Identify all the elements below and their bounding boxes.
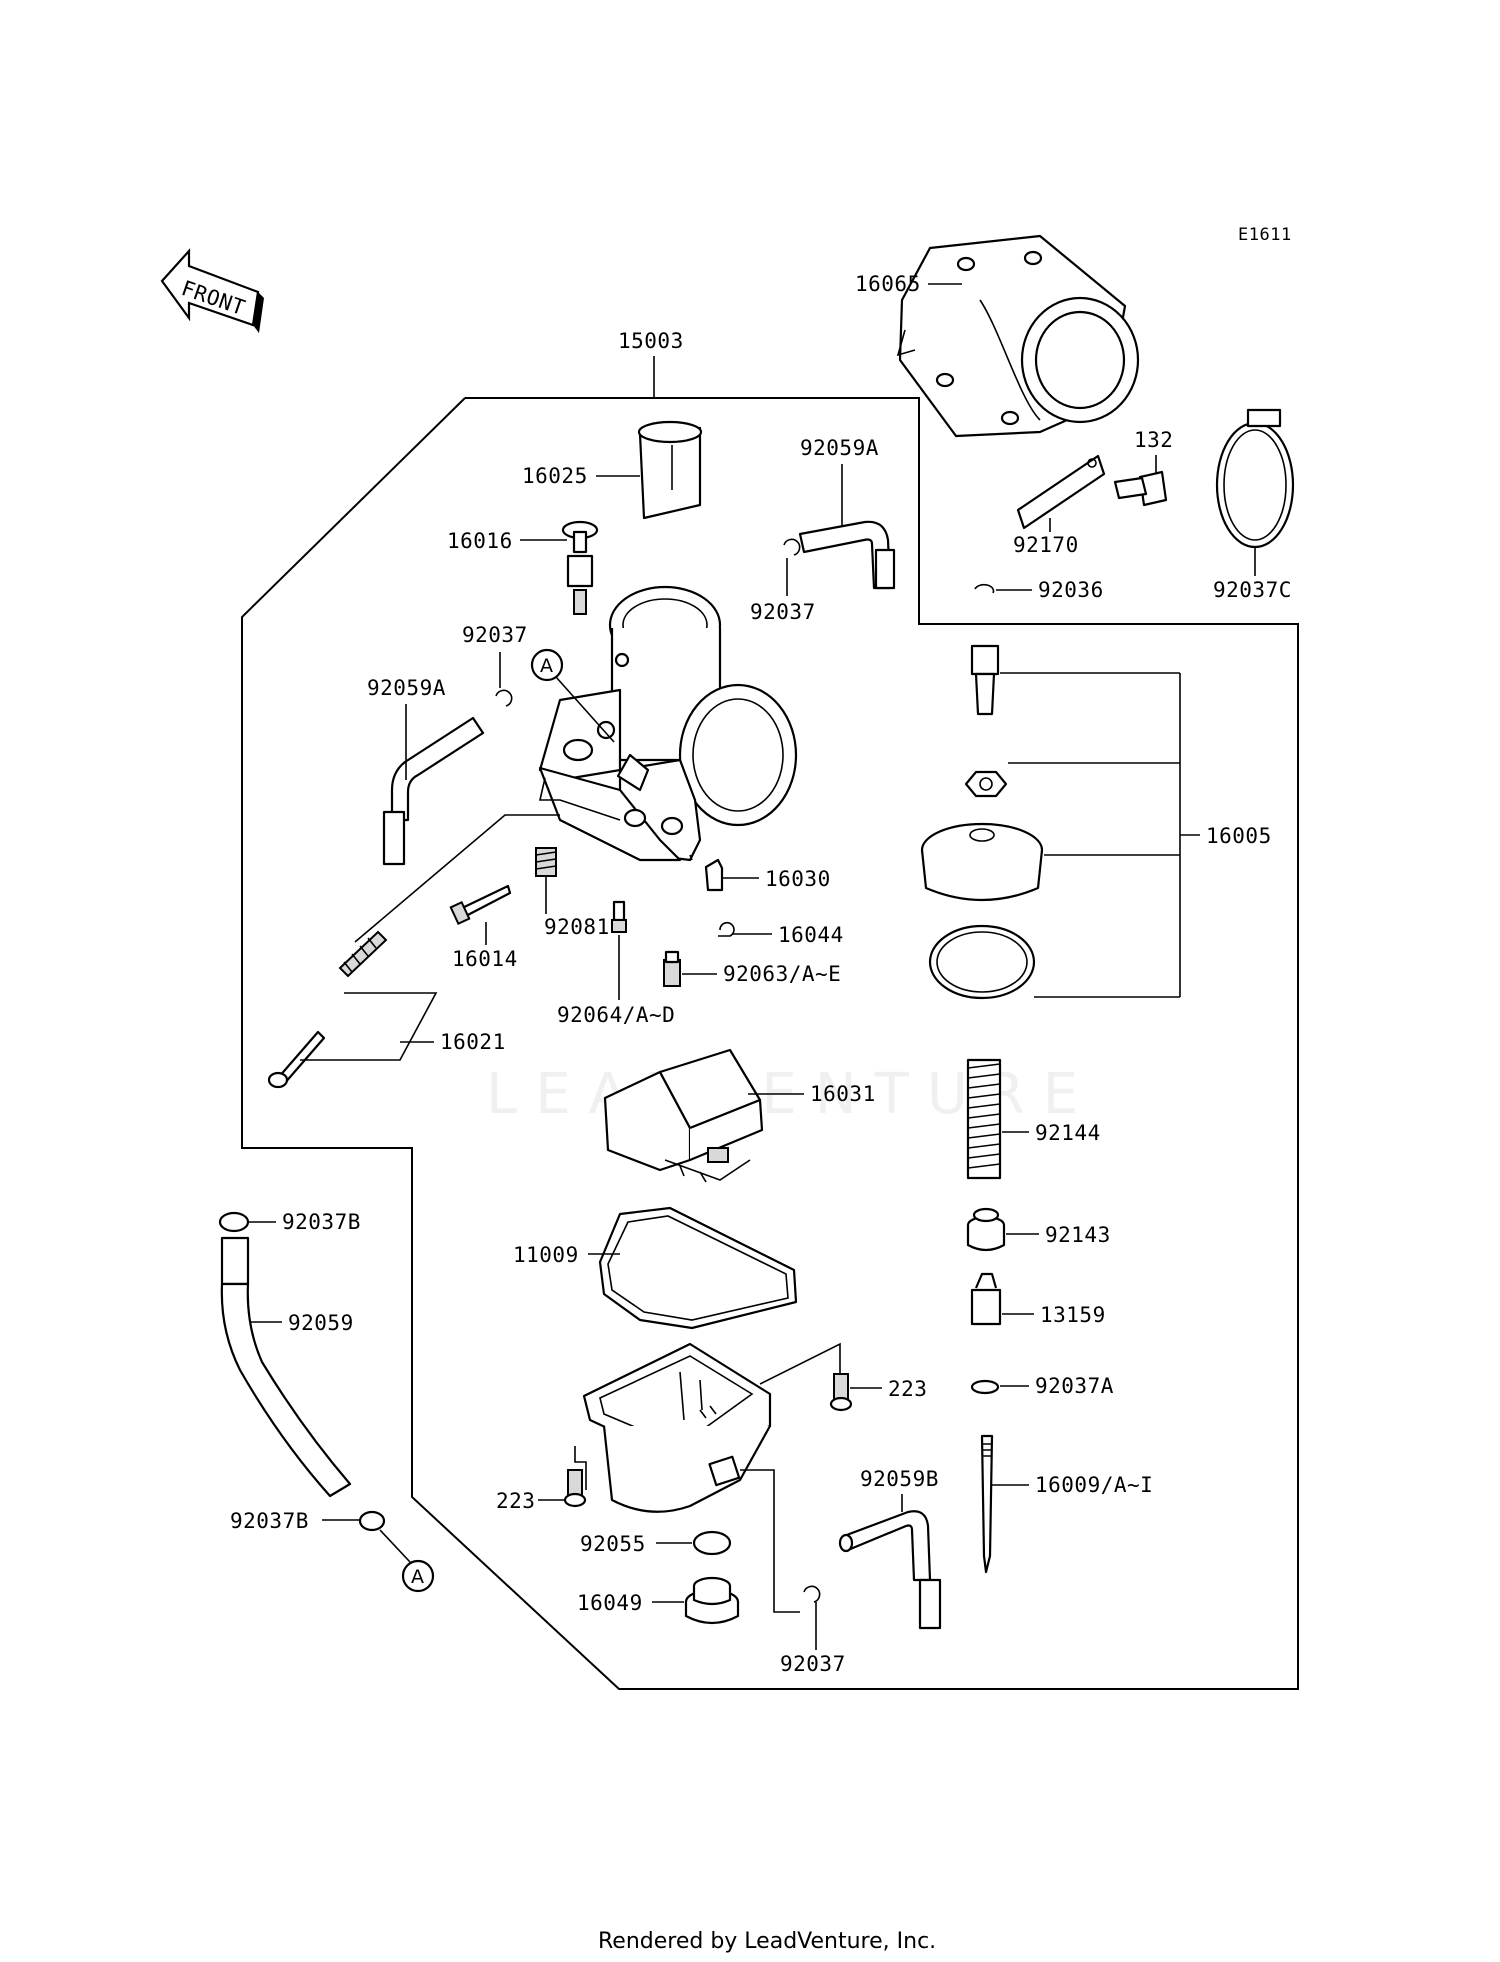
screw-spring-16021 [267,930,388,1089]
label-16065: 16065 [855,272,921,296]
needle-valve-13159 [970,1272,1002,1326]
throttle-valve-16025 [637,420,703,520]
main-jet-92063 [663,950,681,987]
clip-92036 [974,583,995,594]
clamp-92037C [1215,408,1295,549]
label-16014: 16014 [452,947,518,971]
clip-92037-left [495,689,513,707]
label-92037C: 92037C [1213,578,1292,602]
ref-marker-a-top [530,648,564,682]
ref-marker-a-bottom-label: A [411,1566,424,1588]
label-92081: 92081 [544,915,610,939]
footer-credit: Rendered by LeadVenture, Inc. [598,1929,936,1954]
label-92144: 92144 [1035,1121,1101,1145]
label-92037B-top: 92037B [282,1210,361,1234]
clip-92037B-bottom [358,1510,386,1532]
ref-marker-a-bottom [401,1559,435,1593]
label-92143: 92143 [1045,1223,1111,1247]
label-16021: 16021 [440,1030,506,1054]
clip-16044 [718,921,735,937]
float-bowl [582,1342,772,1513]
label-16025: 16025 [522,464,588,488]
front-arrow-icon: FRONT [160,248,264,333]
spring-92081 [535,847,557,877]
screw-223-right [829,1373,853,1412]
label-16031: 16031 [810,1082,876,1106]
air-screw-16014 [449,884,512,926]
label-92036: 92036 [1038,578,1104,602]
label-92037B-bottom: 92037B [230,1509,309,1533]
jet-needle-16009 [980,1434,994,1574]
float-16031 [603,1048,764,1183]
top-cap-assembly-16005 [920,644,1044,1000]
label-16049: 16049 [577,1591,643,1615]
label-92037-left: 92037 [462,623,528,647]
hose-92059A-left [382,716,485,866]
label-16044: 16044 [778,923,844,947]
label-92059A-left: 92059A [367,676,446,700]
diagram-code: E1611 [1238,225,1292,245]
screw-223-left [563,1469,587,1508]
hose-92059B [838,1510,942,1630]
label-223-left: 223 [496,1489,535,1513]
label-92170: 92170 [1013,533,1079,557]
plate-92170 [1016,454,1106,530]
starter-plunger-16016 [561,520,599,615]
label-15003: 15003 [618,329,684,353]
clip-92037-bottom [803,1585,821,1603]
label-16005: 16005 [1206,824,1272,848]
oring-92055 [692,1530,732,1556]
gasket-11009 [598,1206,798,1330]
jet-needle-16030 [704,858,724,892]
valve-seat-92143 [966,1207,1006,1252]
label-223-right: 223 [888,1377,927,1401]
label-92064: 92064/A~D [557,1003,675,1027]
label-92055: 92055 [580,1532,646,1556]
label-92063: 92063/A~E [723,962,841,986]
carburetor-body [538,585,798,862]
ref-marker-a-top-label: A [540,655,553,677]
label-11009: 11009 [513,1243,579,1267]
hose-92059A-top [798,520,896,590]
intake-manifold-16065 [896,234,1140,438]
hose-92059 [220,1236,352,1498]
label-92037-bottom: 92037 [780,1652,846,1676]
label-92037-top: 92037 [750,600,816,624]
assembly-outline [241,397,1299,1690]
drain-plug-16049 [684,1576,740,1625]
label-16016: 16016 [447,529,513,553]
spring-92144 [966,1058,1002,1180]
label-92037A: 92037A [1035,1374,1114,1398]
label-132: 132 [1134,428,1173,452]
label-16009: 16009/A~I [1035,1473,1153,1497]
pilot-jet-92064 [611,900,627,933]
label-92059A-top: 92059A [800,436,879,460]
clip-92037-top [783,538,801,556]
label-16030: 16030 [765,867,831,891]
label-13159: 13159 [1040,1303,1106,1327]
clip-92037B-top [218,1211,250,1233]
label-92059: 92059 [288,1311,354,1335]
bolt-132 [1113,470,1168,507]
label-92059B: 92059B [860,1467,939,1491]
clip-92037A [970,1379,1000,1395]
